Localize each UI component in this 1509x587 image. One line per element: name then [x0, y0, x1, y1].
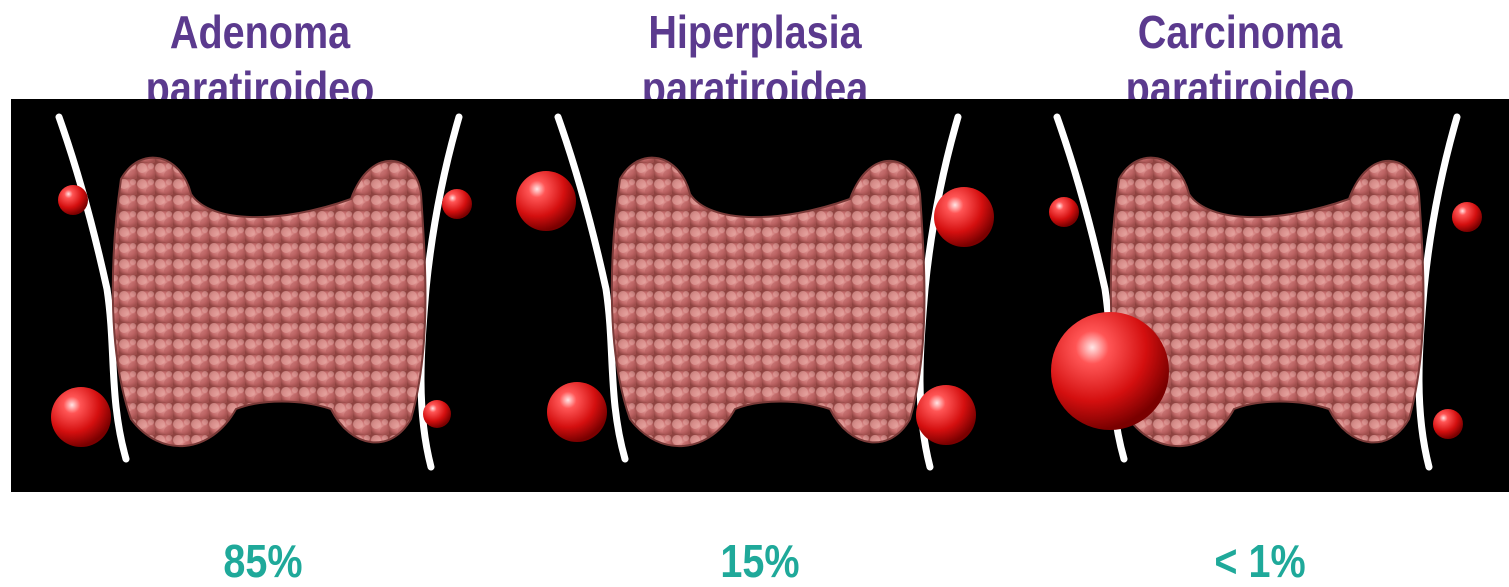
thyroid-gland-icon: [11, 99, 510, 492]
thyroid-gland-icon: [1009, 99, 1508, 492]
percent-adenoma: 85%: [134, 535, 392, 587]
percent-carcinoma: < 1%: [1131, 535, 1389, 587]
panel-hiperplasia: [510, 99, 1009, 492]
panel-adenoma: [11, 99, 510, 492]
panel-title-line1: Carcinoma: [1138, 6, 1342, 58]
illustration-band: [11, 99, 1509, 492]
panel-title-line1: Adenoma: [170, 6, 350, 58]
thyroid-gland-icon: [510, 99, 1009, 492]
percent-hiperplasia: 15%: [631, 535, 889, 587]
panel-title-line1: Hiperplasia: [648, 6, 861, 58]
panel-carcinoma: [1009, 99, 1508, 492]
